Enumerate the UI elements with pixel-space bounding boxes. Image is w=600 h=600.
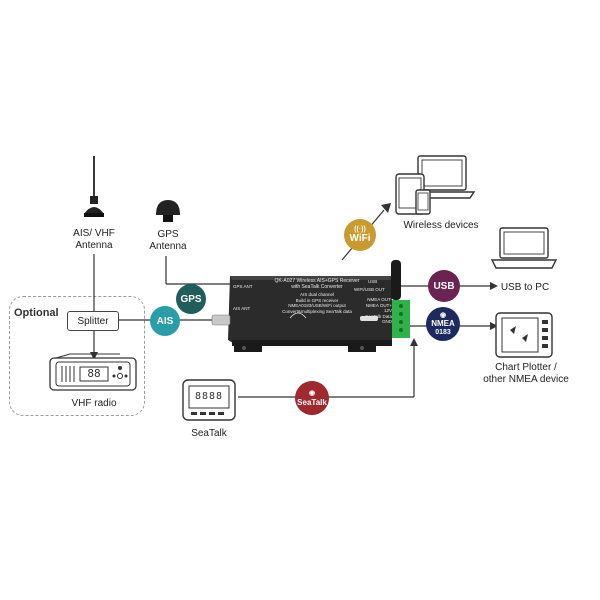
device-usb-label: USB bbox=[368, 279, 378, 284]
seatalk-badge-label: SeaTalk bbox=[297, 397, 327, 407]
vhf-radio-label: VHF radio bbox=[71, 398, 117, 409]
gps-antenna-label: GPS Antenna bbox=[140, 229, 196, 253]
splitter-box: Splitter bbox=[67, 311, 119, 331]
nmea-badge-label-line-1: NMEA bbox=[431, 318, 455, 328]
chart-plotter-label: Chart Plotter / other NMEA device bbox=[478, 362, 574, 386]
chart-plotter-label-line-2: other NMEA device bbox=[483, 374, 569, 385]
device-title-line-2: with SeaTalk Converter bbox=[291, 283, 343, 290]
wifi-badge: ((·)) WiFi bbox=[344, 219, 376, 251]
ais-vhf-antenna-graphic bbox=[84, 156, 104, 217]
wifi-badge-label: WiFi bbox=[349, 233, 371, 244]
vhf-radio-graphic bbox=[49, 353, 137, 391]
ais-badge-label: AIS bbox=[156, 315, 174, 327]
gps-antenna-label-line-2: Antenna bbox=[149, 241, 187, 252]
device-wifi-usb-out-label: WIFI/USB OUT bbox=[354, 287, 385, 292]
ais-vhf-antenna-label-line-2: Antenna bbox=[75, 240, 113, 251]
terminal-nmea-out-plus: NMEA OUT+ bbox=[365, 302, 392, 308]
gps-antenna-graphic bbox=[156, 200, 180, 222]
device-terminal-labels: NMEA OUT- NMEA OUT+ 12V SeaTalk Data GND bbox=[356, 297, 392, 325]
vhf-radio-display: 88 bbox=[87, 367, 101, 380]
gps-badge-label: GPS bbox=[180, 293, 202, 305]
gps-antenna-label-line-1: GPS bbox=[157, 229, 179, 240]
main-device bbox=[211, 260, 410, 352]
nmea-badge: ◉ NMEA 0183 bbox=[426, 307, 460, 341]
chart-plotter-graphic bbox=[495, 312, 553, 358]
terminal-nmea-out-minus: NMEA OUT- bbox=[367, 297, 392, 302]
gps-badge: GPS bbox=[176, 284, 206, 314]
nmea-icon: ◉ bbox=[439, 311, 447, 319]
optional-label: Optional bbox=[14, 307, 59, 319]
device-features: AIS dual channel Build in GPS receiver N… bbox=[270, 292, 364, 314]
splitter-label: Splitter bbox=[77, 315, 109, 327]
ais-badge: AIS bbox=[150, 306, 180, 336]
wifi-icon: ((·)) bbox=[354, 226, 366, 233]
device-title-line-1: QK-A027 Wireless AIS+GPS Receiver bbox=[274, 278, 360, 284]
device-feature-4: Convert&multiplexing SeaTalk data bbox=[282, 308, 352, 314]
wireless-devices-graphic bbox=[395, 155, 476, 215]
device-title: QK-A027 Wireless AIS+GPS Receiver with S… bbox=[262, 278, 372, 290]
optional-region bbox=[9, 296, 145, 416]
chart-plotter-label-line-1: Chart Plotter / bbox=[495, 362, 557, 373]
wireless-devices-label: Wireless devices bbox=[403, 220, 479, 231]
ais-vhf-antenna-label: AIS/ VHF Antenna bbox=[64, 228, 124, 252]
device-feature-1: AIS dual channel bbox=[299, 292, 335, 297]
device-ais-ant-label: AIS ANT bbox=[233, 306, 251, 311]
usb-badge: USB bbox=[428, 270, 460, 302]
usb-badge-label: USB bbox=[433, 280, 455, 292]
device-feature-3: NMEA0183/USB/WiFi output bbox=[288, 303, 346, 308]
nmea-badge-label-line-2: 0183 bbox=[435, 328, 451, 336]
ais-vhf-antenna-label-line-1: AIS/ VHF bbox=[73, 228, 115, 239]
terminal-seatalk-data: SeaTalk Data bbox=[365, 313, 392, 319]
seatalk-icon: ◉ bbox=[308, 389, 316, 397]
seatalk-label: SeaTalk bbox=[191, 428, 227, 439]
usb-to-pc-label: USB to PC bbox=[500, 282, 550, 293]
terminal-gnd: GND bbox=[382, 319, 392, 324]
device-gps-ant-label: GPS ANT bbox=[233, 284, 253, 289]
device-feature-2: Build in GPS receiver bbox=[295, 297, 339, 303]
seatalk-display-graphic bbox=[182, 379, 236, 421]
seatalk-display-readout: 8888 bbox=[194, 391, 224, 402]
seatalk-badge: ◉ SeaTalk bbox=[295, 381, 329, 415]
pc-laptop-graphic bbox=[490, 227, 558, 269]
terminal-12v: 12V bbox=[383, 308, 392, 313]
